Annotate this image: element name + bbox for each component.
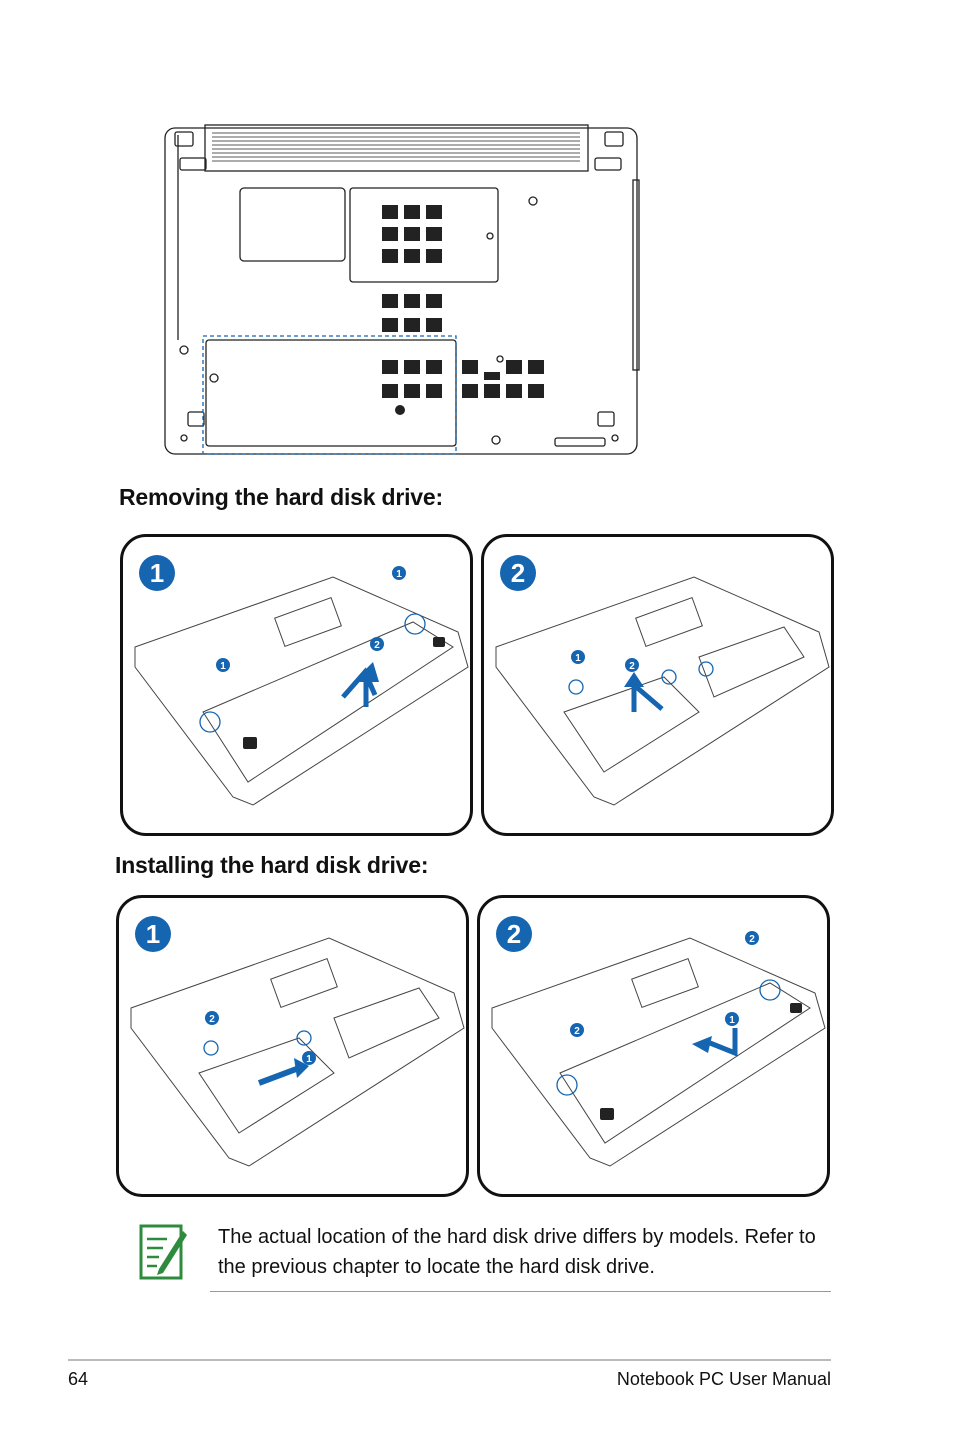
callout-label: 1: [575, 653, 581, 664]
laptop-bottom-diagram: [160, 120, 645, 465]
callout-label: 1: [306, 1054, 312, 1065]
hdd-removal-illustration: 1 2: [495, 576, 830, 806]
removing-step-2-panel: 2 1 2: [481, 534, 834, 836]
callout-label: 1: [220, 661, 226, 672]
callout-label: 2: [749, 934, 755, 945]
callout-label: 2: [374, 640, 380, 651]
step-number-badge: 2: [496, 916, 532, 952]
callout-label: 2: [209, 1014, 215, 1025]
note-text: The actual location of the hard disk dri…: [218, 1226, 816, 1278]
installing-step-1-panel: 1 2 1: [116, 895, 469, 1197]
installing-step-2-panel: 2 2 2 1: [477, 895, 830, 1197]
removing-section-title: Removing the hard disk drive:: [119, 484, 443, 510]
footer-divider: [68, 1359, 831, 1361]
installing-section-title: Installing the hard disk drive:: [115, 852, 429, 878]
step-number-badge: 1: [139, 555, 175, 591]
hdd-cover-install-illustration: 2 2 1: [491, 931, 826, 1167]
page-number: 64: [68, 1369, 89, 1389]
callout-label: 2: [574, 1026, 580, 1037]
note-divider: [210, 1291, 831, 1292]
hdd-install-illustration: 2 1: [130, 937, 465, 1167]
manual-title: Notebook PC User Manual: [616, 1369, 831, 1389]
hdd-cover-removal-illustration: 1 1 2: [134, 566, 469, 806]
removing-step-1-panel: 1 1 1 2: [120, 534, 473, 836]
step-number-badge: 1: [135, 916, 171, 952]
callout-label: 2: [629, 661, 635, 672]
step-number-badge: 2: [500, 555, 536, 591]
callout-label: 1: [729, 1015, 735, 1026]
callout-label: 1: [396, 569, 402, 580]
note-pencil-icon: [139, 1223, 187, 1281]
